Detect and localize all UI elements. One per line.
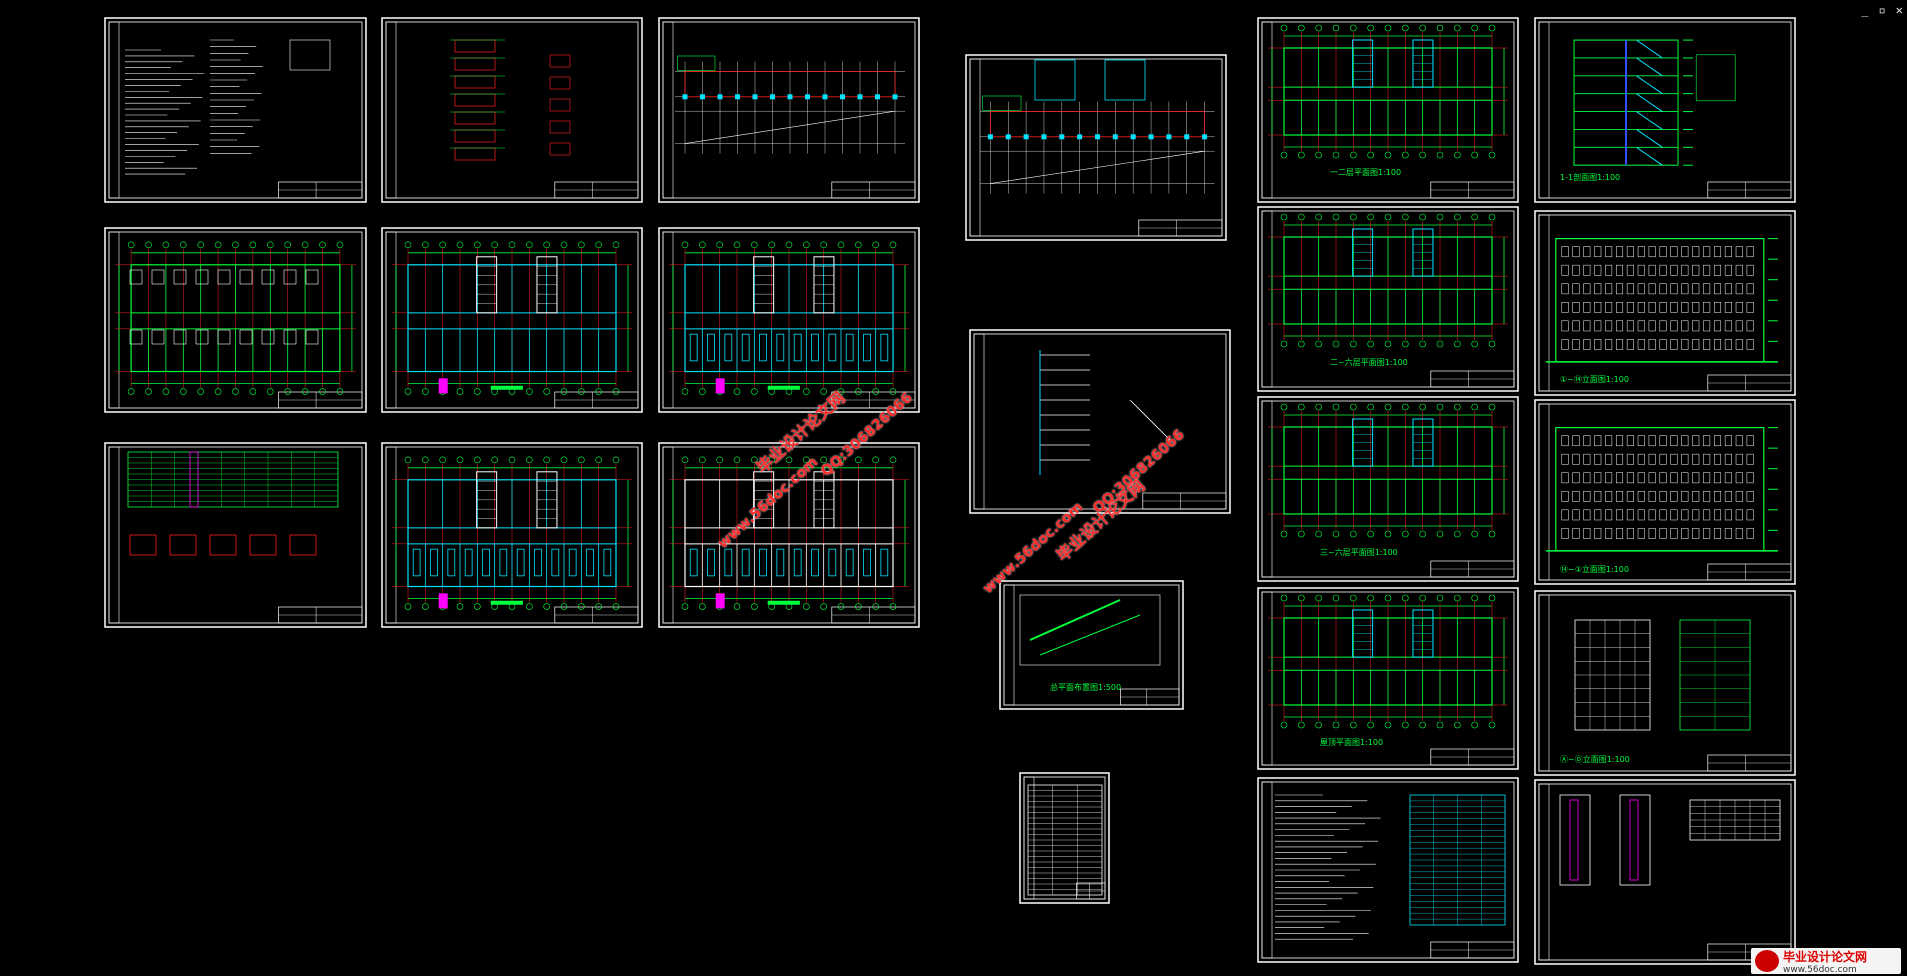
drawing-sheet-2[interactable] [381, 17, 643, 203]
drawing-sheet-10[interactable] [965, 54, 1227, 241]
sheet-label: 一二层平面图1:100 [1330, 168, 1401, 177]
drawing-sheet-11[interactable] [969, 329, 1231, 514]
sheet-label-site: 总平面布置图1:500 [1050, 682, 1121, 692]
logo-url: www.56doc.com [1783, 964, 1857, 975]
drawing-sheet-b3[interactable]: ⑭~①立面图1:100 [1534, 399, 1796, 585]
drawing-sheet-a1[interactable]: 一二层平面图1:100 [1257, 17, 1519, 203]
drawing-sheet-8[interactable] [381, 442, 643, 628]
drawing-sheet-b4[interactable]: Ⓐ~Ⓓ立面图1:100 [1534, 590, 1796, 776]
sheet-label: ⑭~①立面图1:100 [1560, 564, 1629, 574]
drawing-sheet-3[interactable] [658, 17, 920, 203]
drawing-sheet-7[interactable] [104, 442, 367, 628]
window-controls: _ ▫ ✕ [1861, 2, 1903, 18]
drawing-sheet-list[interactable] [1019, 772, 1110, 904]
sheet-label: 1-1剖面图1:100 [1560, 172, 1620, 182]
drawing-sheet-a4[interactable]: 屋顶平面图1:100 [1257, 587, 1519, 770]
drawing-sheet-6[interactable] [658, 227, 920, 413]
sheet-label: 三~六层平面图1:100 [1320, 547, 1398, 557]
drawing-sheet-b1[interactable]: 1-1剖面图1:100 [1534, 17, 1796, 203]
logo-icon [1755, 950, 1779, 972]
drawing-sheet-site[interactable]: 总平面布置图1:500 [999, 580, 1184, 710]
minimize-button[interactable]: _ [1861, 3, 1869, 17]
site-logo: 毕业设计论文网 www.56doc.com [1751, 948, 1901, 975]
drawing-sheet-5[interactable] [381, 227, 643, 413]
sheet-label: Ⓐ~Ⓓ立面图1:100 [1560, 754, 1630, 764]
close-button[interactable]: ✕ [1895, 3, 1903, 17]
drawing-sheet-1[interactable] [104, 17, 367, 203]
drawing-sheet-9[interactable] [658, 442, 920, 628]
drawing-sheet-a2[interactable]: 二~六层平面图1:100 [1257, 206, 1519, 392]
sheet-label: 屋顶平面图1:100 [1320, 738, 1383, 747]
drawing-sheet-b5[interactable] [1534, 779, 1796, 965]
restore-button[interactable]: ▫ [1878, 3, 1886, 17]
drawing-sheet-a3[interactable]: 三~六层平面图1:100 [1257, 396, 1519, 582]
drawing-sheet-a5[interactable] [1257, 777, 1519, 963]
drawing-sheet-b2[interactable]: ①~⑭立面图1:100 [1534, 210, 1796, 396]
logo-name: 毕业设计论文网 [1783, 949, 1868, 964]
sheet-label: 二~六层平面图1:100 [1330, 357, 1408, 367]
sheet-label: ①~⑭立面图1:100 [1560, 374, 1629, 384]
drawing-sheet-4[interactable] [104, 227, 367, 413]
